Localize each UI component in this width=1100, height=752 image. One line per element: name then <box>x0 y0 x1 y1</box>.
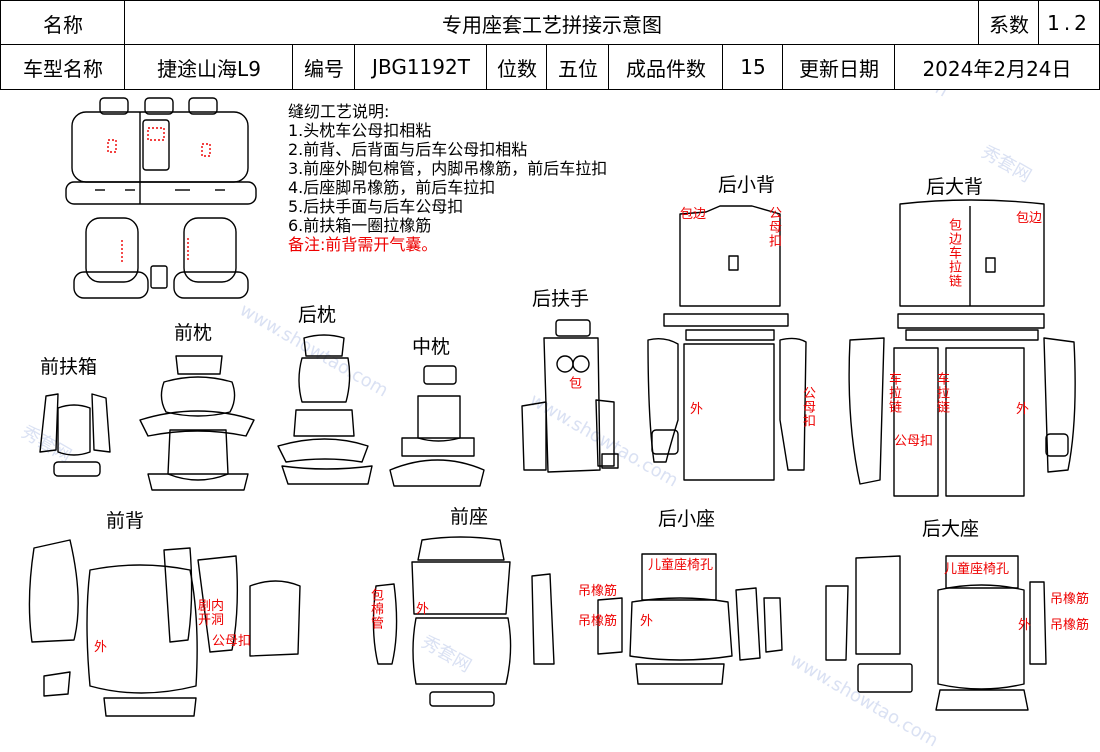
note-remark: 备注:前背需开气囊。 <box>288 235 438 254</box>
pieces-label: 成品件数 <box>608 44 724 90</box>
update-label: 更新日期 <box>782 44 896 90</box>
red-label-binding: 包边 <box>1016 211 1043 226</box>
model-label: 车型名称 <box>0 44 126 90</box>
note-item: 6.前扶箱一圈拉橡筋 <box>288 216 432 235</box>
rear-armrest-pattern <box>521 319 619 473</box>
page-title: 专用座套工艺拼接示意图 <box>124 0 980 46</box>
label-front-armbox: 前扶箱 <box>40 356 98 378</box>
note-item: 1.头枕车公母扣相粘 <box>288 121 432 140</box>
label-rear-armrest: 后扶手 <box>532 288 590 310</box>
red-label-outer: 外 <box>1018 618 1032 633</box>
rear-small-back-pattern <box>647 205 807 481</box>
red-label-snap-button: 公母扣 <box>800 386 815 428</box>
red-label-child-seat-hole: 儿童座椅孔 <box>944 562 1010 577</box>
note-item: 5.后扶手面与后车公母扣 <box>288 197 464 216</box>
pieces-value: 15 <box>722 44 784 90</box>
red-label-outer: 外 <box>1016 402 1030 417</box>
label-front-seat: 前座 <box>450 506 489 528</box>
red-label-outer: 外 <box>416 602 430 617</box>
red-label-elastic: 吊橡筋 <box>578 584 618 599</box>
label-front-pillow: 前枕 <box>174 322 213 344</box>
red-label-elastic: 吊橡筋 <box>1050 592 1090 607</box>
sewing-notes: 缝纫工艺说明: 1.头枕车公母扣相粘 2.前背、后背面与后车公母扣相粘 3.前座… <box>288 102 607 254</box>
red-label-binding-zipper: 包边车拉链 <box>946 218 961 288</box>
red-label-child-seat-hole: 儿童座椅孔 <box>648 558 714 573</box>
red-label-outer: 外 <box>94 640 108 655</box>
code-value: JBG1192T <box>354 44 488 90</box>
red-label-outer: 外 <box>690 402 704 417</box>
name-label: 名称 <box>0 0 126 46</box>
rear-pillow-pattern <box>277 334 373 485</box>
red-label-snap-button: 公母扣 <box>766 206 781 248</box>
update-value: 2024年2月24日 <box>894 44 1100 90</box>
note-item: 4.后座脚吊橡筋，前后车拉扣 <box>288 178 496 197</box>
front-pillow-pattern <box>139 355 255 491</box>
header-table: 名称 专用座套工艺拼接示意图 系数 1.2 车型名称 捷途山海L9 编号 JBG… <box>0 0 1100 90</box>
label-rear-small-seat: 后小座 <box>658 508 716 530</box>
red-label-outer: 外 <box>640 614 654 629</box>
front-seat-pattern <box>372 536 555 707</box>
rear-small-seat-pattern <box>597 553 783 685</box>
note-item: 2.前背、后背面与后车公母扣相粘 <box>288 140 528 159</box>
notes-title: 缝纫工艺说明: <box>288 102 390 121</box>
note-item: 3.前座外脚包棉管，内脚吊橡筋，前后车拉扣 <box>288 159 608 178</box>
seat-overview <box>65 97 257 299</box>
label-front-back: 前背 <box>106 510 145 532</box>
red-label-cotton-tube: 包棉管 <box>368 588 383 630</box>
label-rear-big-back: 后大背 <box>926 176 984 198</box>
seats-value: 五位 <box>546 44 610 90</box>
coef-value: 1.2 <box>1038 0 1100 46</box>
red-label-zipper: 车拉链 <box>934 372 949 414</box>
label-mid-pillow: 中枕 <box>412 336 451 358</box>
red-label-zipper: 车拉链 <box>886 372 901 414</box>
rear-big-back-pattern <box>848 199 1076 497</box>
pattern-drawing <box>28 97 1076 717</box>
mid-pillow-pattern <box>389 365 485 487</box>
red-label-airbag-hole: 剧内开洞 <box>198 599 225 628</box>
red-label-snap-button: 公母扣 <box>212 634 252 649</box>
label-rear-pillow: 后枕 <box>298 304 337 326</box>
front-back-pattern <box>28 539 301 717</box>
coef-label: 系数 <box>978 0 1040 46</box>
label-rear-small-back: 后小背 <box>718 174 776 196</box>
seats-label: 位数 <box>486 44 548 90</box>
label-rear-big-seat: 后大座 <box>922 518 980 540</box>
code-label: 编号 <box>292 44 356 90</box>
red-label-elastic: 吊橡筋 <box>578 614 618 629</box>
front-armbox-pattern <box>39 393 111 477</box>
red-label-snap-button: 公母扣 <box>894 434 934 449</box>
model-value: 捷途山海L9 <box>124 44 294 90</box>
red-label-wrap: 包 <box>566 376 581 390</box>
red-label-binding: 包边 <box>680 207 707 222</box>
red-label-elastic: 吊橡筋 <box>1050 618 1090 633</box>
rear-big-seat-pattern <box>825 555 1047 711</box>
